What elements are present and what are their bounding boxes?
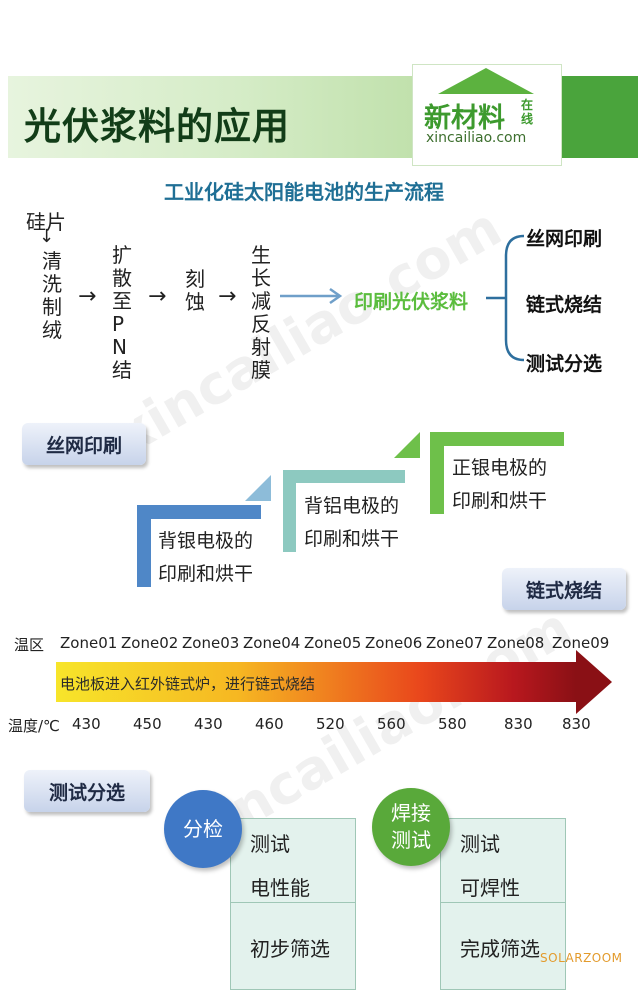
zone-name: Zone03 (182, 634, 240, 652)
stair-bar (137, 505, 151, 587)
zone-temperature: 830 (562, 715, 591, 733)
stair-bar (283, 470, 405, 483)
zone-name: Zone01 (60, 634, 118, 652)
stage-circle-label: 分检 (183, 816, 223, 841)
test-item-line2: 可焊性 (460, 876, 520, 900)
test-item-line2: 电性能 (250, 876, 310, 900)
step-back-silver-line1: 背银电极的 (158, 530, 254, 552)
zone-name: Zone06 (365, 634, 423, 652)
test-result: 初步筛选 (250, 937, 330, 961)
branch-connector (486, 234, 525, 362)
heat-arrow-caption: 电池板进入红外链式炉，进行链式烧结 (60, 675, 316, 693)
step-back-aluminum-line2: 印刷和烘干 (304, 528, 400, 550)
flow-step-wafer: 硅片 (26, 210, 66, 234)
logo-badge: 在线 (521, 98, 534, 126)
zone-temperature: 560 (377, 715, 406, 733)
stair-triangle-icon (394, 432, 420, 458)
result-card (230, 902, 356, 990)
step-front-silver-line1: 正银电极的 (452, 457, 548, 479)
flow-step-antireflection: 生长减反射膜 (251, 243, 271, 382)
test-card (230, 818, 356, 904)
stair-bar (283, 470, 296, 552)
zone-temperature: 520 (316, 715, 345, 733)
zone-temperature: 430 (72, 715, 101, 733)
stair-bar (430, 432, 444, 514)
logo-roof-icon (438, 68, 534, 94)
header-title-background (8, 76, 428, 158)
arrow-icon: → (218, 284, 237, 309)
branch-screen-printing: 丝网印刷 (526, 228, 603, 250)
section-tag-test-sort: 测试分选 (24, 770, 150, 812)
flow-step-clean: 清洗制绒 (42, 249, 62, 342)
zone-label: 温区 (14, 636, 45, 654)
test-result: 完成筛选 (460, 937, 540, 961)
stage-circle-solder-test: 焊接测试 (372, 788, 450, 866)
stair-triangle-icon (245, 475, 271, 501)
corner-watermark: SOLARZOOM (540, 951, 623, 965)
watermark: xincailiao.com (103, 195, 512, 468)
section-tag-chain-sintering: 链式烧结 (502, 568, 626, 610)
page-title: 光伏浆料的应用 (24, 105, 290, 148)
branch-test-sort: 测试分选 (526, 353, 603, 375)
zone-name: Zone04 (243, 634, 301, 652)
process-title: 工业化硅太阳能电池的生产流程 (164, 180, 444, 204)
test-item-line1: 测试 (250, 832, 290, 856)
heat-arrow (56, 662, 576, 702)
test-item-line1: 测试 (460, 832, 500, 856)
temperature-label: 温度/℃ (8, 717, 60, 735)
flow-step-etch: 刻蚀 (185, 267, 205, 314)
arrow-icon: → (148, 284, 167, 309)
zone-name: Zone05 (304, 634, 362, 652)
step-back-silver-line2: 印刷和烘干 (158, 563, 254, 585)
long-arrow-icon (280, 287, 343, 305)
arrow-icon: → (78, 284, 97, 309)
branch-chain-sintering: 链式烧结 (526, 294, 603, 316)
heat-arrow-head-icon (576, 650, 612, 714)
zone-temperature: 450 (133, 715, 162, 733)
stage-circle-label: 焊接测试 (391, 801, 431, 852)
stage-circle-sorting: 分检 (164, 790, 242, 868)
flow-step-print-paste: 印刷光伏浆料 (354, 291, 469, 313)
logo-url: xincailiao.com (426, 130, 527, 146)
logo-text: 新材料 (424, 103, 505, 134)
stair-bar (430, 432, 564, 446)
zone-temperature: 580 (438, 715, 467, 733)
zone-name: Zone09 (552, 634, 610, 652)
zone-name: Zone02 (121, 634, 179, 652)
stair-bar (137, 505, 261, 519)
down-arrow-icon: ↓ (39, 226, 55, 247)
test-card (440, 818, 566, 904)
section-tag-screen-printing: 丝网印刷 (22, 423, 146, 465)
flow-step-diffuse: 扩散至PN结 (112, 243, 132, 382)
result-card (440, 902, 566, 990)
step-front-silver-line2: 印刷和烘干 (452, 490, 548, 512)
zone-temperature: 460 (255, 715, 284, 733)
zone-temperature: 830 (504, 715, 533, 733)
step-back-aluminum-line1: 背铝电极的 (304, 495, 400, 517)
zone-name: Zone07 (426, 634, 484, 652)
zone-name: Zone08 (487, 634, 545, 652)
zone-temperature: 430 (194, 715, 223, 733)
